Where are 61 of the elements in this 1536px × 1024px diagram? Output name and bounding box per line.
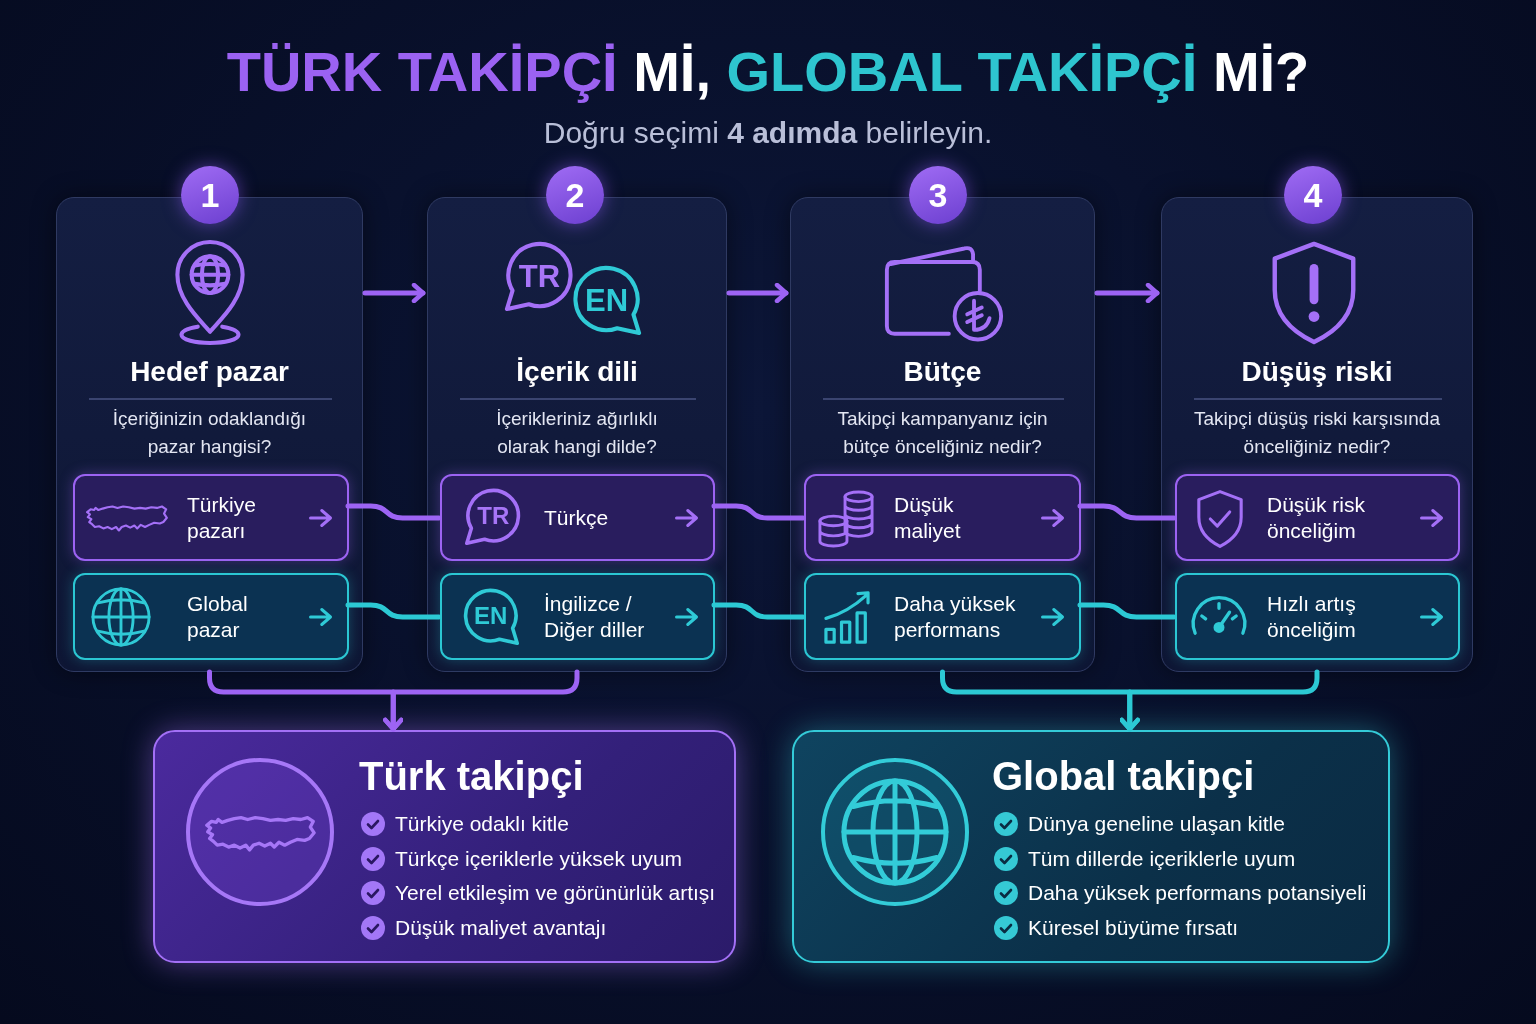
option-card [1175, 474, 1460, 561]
step-question: İçeriğinizin odaklandığı pazar hangisi? [111, 407, 308, 459]
option-label: Hızlı artış önceliğim [1267, 590, 1357, 643]
language-code: EN [585, 284, 629, 316]
option-label: Düşük maliyet [894, 491, 962, 544]
benefit-text: Türkiye odaklı kitle [395, 811, 569, 837]
connector-line [711, 503, 806, 521]
language-code: EN [474, 604, 508, 629]
option-card [440, 474, 715, 561]
option-card [73, 573, 349, 660]
option-label: Daha yüksek performans [894, 590, 1017, 643]
step-number: 1 [200, 178, 220, 212]
connector-line [345, 602, 442, 620]
merge-arrow [383, 669, 580, 732]
benefit-text: Yerel etkileşim ve görünürlük artışı [395, 880, 716, 907]
connector-line [711, 602, 806, 620]
step-title: Hedef pazar [130, 355, 289, 389]
connector-line [1077, 602, 1177, 620]
benefit-text: Dünya geneline ulaşan kitle [1028, 811, 1285, 837]
result-card [792, 730, 1390, 963]
step-question: İçerikleriniz ağırlıklı olarak hangi dilde? [495, 407, 659, 459]
connector-line [345, 503, 442, 521]
option-card [804, 474, 1081, 561]
benefit-text: Düşük maliyet avantajı [395, 915, 607, 942]
step-question: Takipçi kampanyanız için bütçe önceliğiniz nedir? [836, 407, 1049, 459]
result-card [153, 730, 736, 963]
step-title: Bütçe [903, 355, 982, 389]
option-card [1175, 573, 1460, 660]
option-label: Türkçe [544, 504, 609, 531]
option-label: Türkiye pazarı [187, 491, 257, 544]
step-badge [1284, 166, 1342, 224]
option-card [440, 573, 715, 660]
option-label: İngilizce / Diğer diller [544, 590, 646, 643]
step-title: İçerik dili [516, 355, 638, 389]
title: TÜRK TAKİPÇİ Mİ, GLOBAL TAKİPÇİ Mİ? [226, 39, 1310, 105]
arrow [1094, 282, 1160, 304]
step-number: 3 [928, 178, 948, 212]
option-card [804, 573, 1081, 660]
connector-line [1077, 503, 1177, 521]
step-question: Takipçi düşüş riski karşısında önceliğiniz nedir? [1192, 407, 1441, 459]
arrow [726, 282, 789, 304]
result-title: Global takipçi [992, 753, 1255, 800]
result-title: Türk takipçi [359, 753, 584, 800]
step-number: 4 [1303, 178, 1323, 212]
step-badge [909, 166, 967, 224]
option-card [73, 474, 349, 561]
subtitle: Doğru seçimi 4 adımda belirleyin. [543, 115, 993, 151]
step-badge [181, 166, 239, 224]
option-label: Düşük risk önceliğim [1267, 491, 1367, 544]
arrow [362, 282, 426, 304]
option-label: Global pazar [187, 590, 249, 643]
benefit-text: Tüm dillerde içeriklerle uyum [1028, 845, 1296, 872]
benefit-text: Daha yüksek performans potansiyeli [1028, 880, 1367, 907]
step-badge [546, 166, 604, 224]
benefit-text: Küresel büyüme fırsatı [1028, 915, 1239, 942]
merge-arrow [1119, 669, 1320, 732]
benefit-text: Türkçe içeriklerle yüksek uyum [395, 845, 683, 872]
language-code: TR [477, 504, 510, 529]
step-number: 2 [565, 178, 585, 212]
step-title: Düşüş riski [1241, 355, 1393, 389]
language-code: TR [518, 260, 561, 292]
